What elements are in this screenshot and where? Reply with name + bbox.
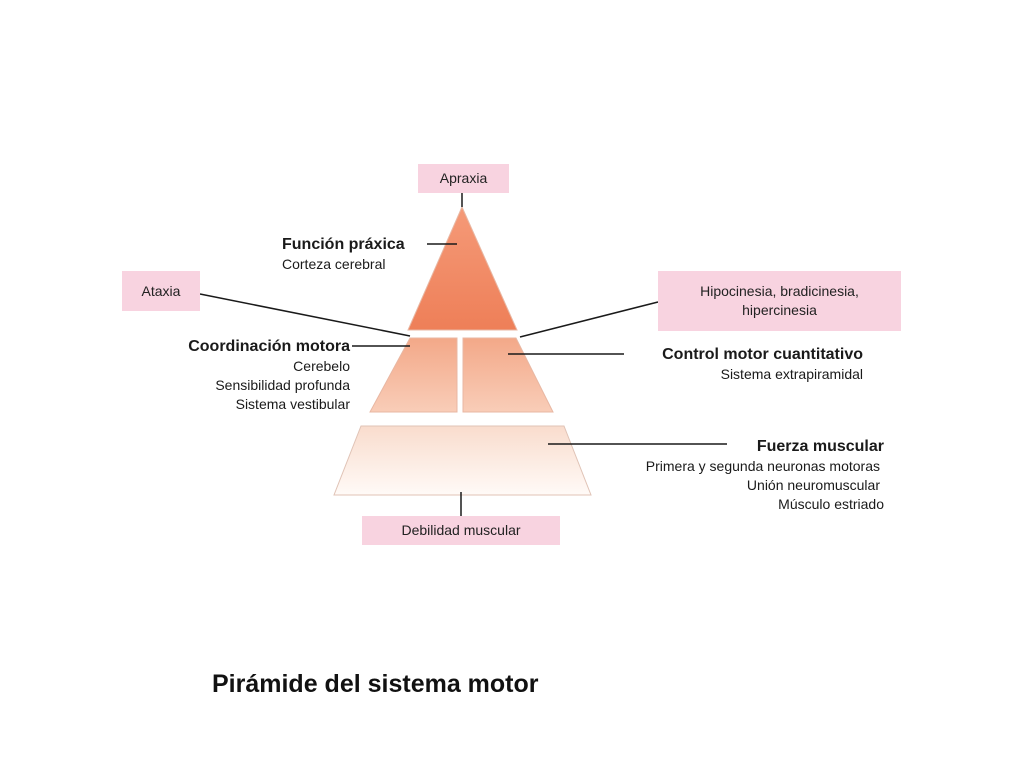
debilidad-box: Debilidad muscular bbox=[362, 516, 560, 545]
control-title: Control motor cuantitativo bbox=[662, 346, 863, 363]
fuerza-line: Primera y segunda neuronas motoras bbox=[645, 458, 880, 474]
pyramid-middle-left-tier bbox=[369, 337, 458, 413]
fuerza-title: Fuerza muscular bbox=[756, 438, 884, 455]
coordinacion-title: Coordinación motora bbox=[188, 338, 350, 355]
ataxia-box: Ataxia bbox=[122, 271, 200, 311]
hipocinesia-label: Hipocinesia, bradicinesia, hipercinesia bbox=[700, 283, 859, 318]
debilidad-label: Debilidad muscular bbox=[401, 522, 521, 538]
funcion-praxica-label: Función práxica Corteza cerebral bbox=[282, 235, 405, 274]
fuerza-line: Músculo estriado bbox=[778, 496, 884, 512]
pyramid-middle-right-tier bbox=[462, 337, 554, 413]
control-label: Control motor cuantitativo Sistema extra… bbox=[662, 345, 863, 384]
coordinacion-line: Cerebelo bbox=[293, 358, 350, 374]
apraxia-label: Apraxia bbox=[439, 170, 488, 186]
apraxia-box: Apraxia bbox=[418, 164, 509, 193]
fuerza-line: Unión neuromuscular bbox=[746, 477, 880, 493]
funcion-praxica-line: Corteza cerebral bbox=[282, 256, 386, 272]
ataxia-label: Ataxia bbox=[141, 282, 181, 299]
funcion-praxica-title: Función práxica bbox=[282, 236, 405, 253]
coordinacion-line: Sensibilidad profunda bbox=[215, 377, 350, 393]
pyramid-bottom-tier bbox=[333, 425, 592, 496]
pyramid-top-tier bbox=[407, 205, 518, 331]
diagram-caption: Pirámide del sistema motor bbox=[212, 670, 539, 698]
control-line: Sistema extrapiramidal bbox=[720, 366, 863, 382]
coordinacion-line: Sistema vestibular bbox=[235, 396, 350, 412]
hipocinesia-box: Hipocinesia, bradicinesia, hipercinesia bbox=[658, 271, 901, 331]
ataxia-connector bbox=[199, 293, 411, 337]
hipocinesia-connector bbox=[519, 301, 659, 338]
fuerza-label: Fuerza muscular Primera y segunda neuron… bbox=[646, 437, 884, 514]
coordinacion-label: Coordinación motora Cerebelo Sensibilida… bbox=[188, 337, 350, 414]
